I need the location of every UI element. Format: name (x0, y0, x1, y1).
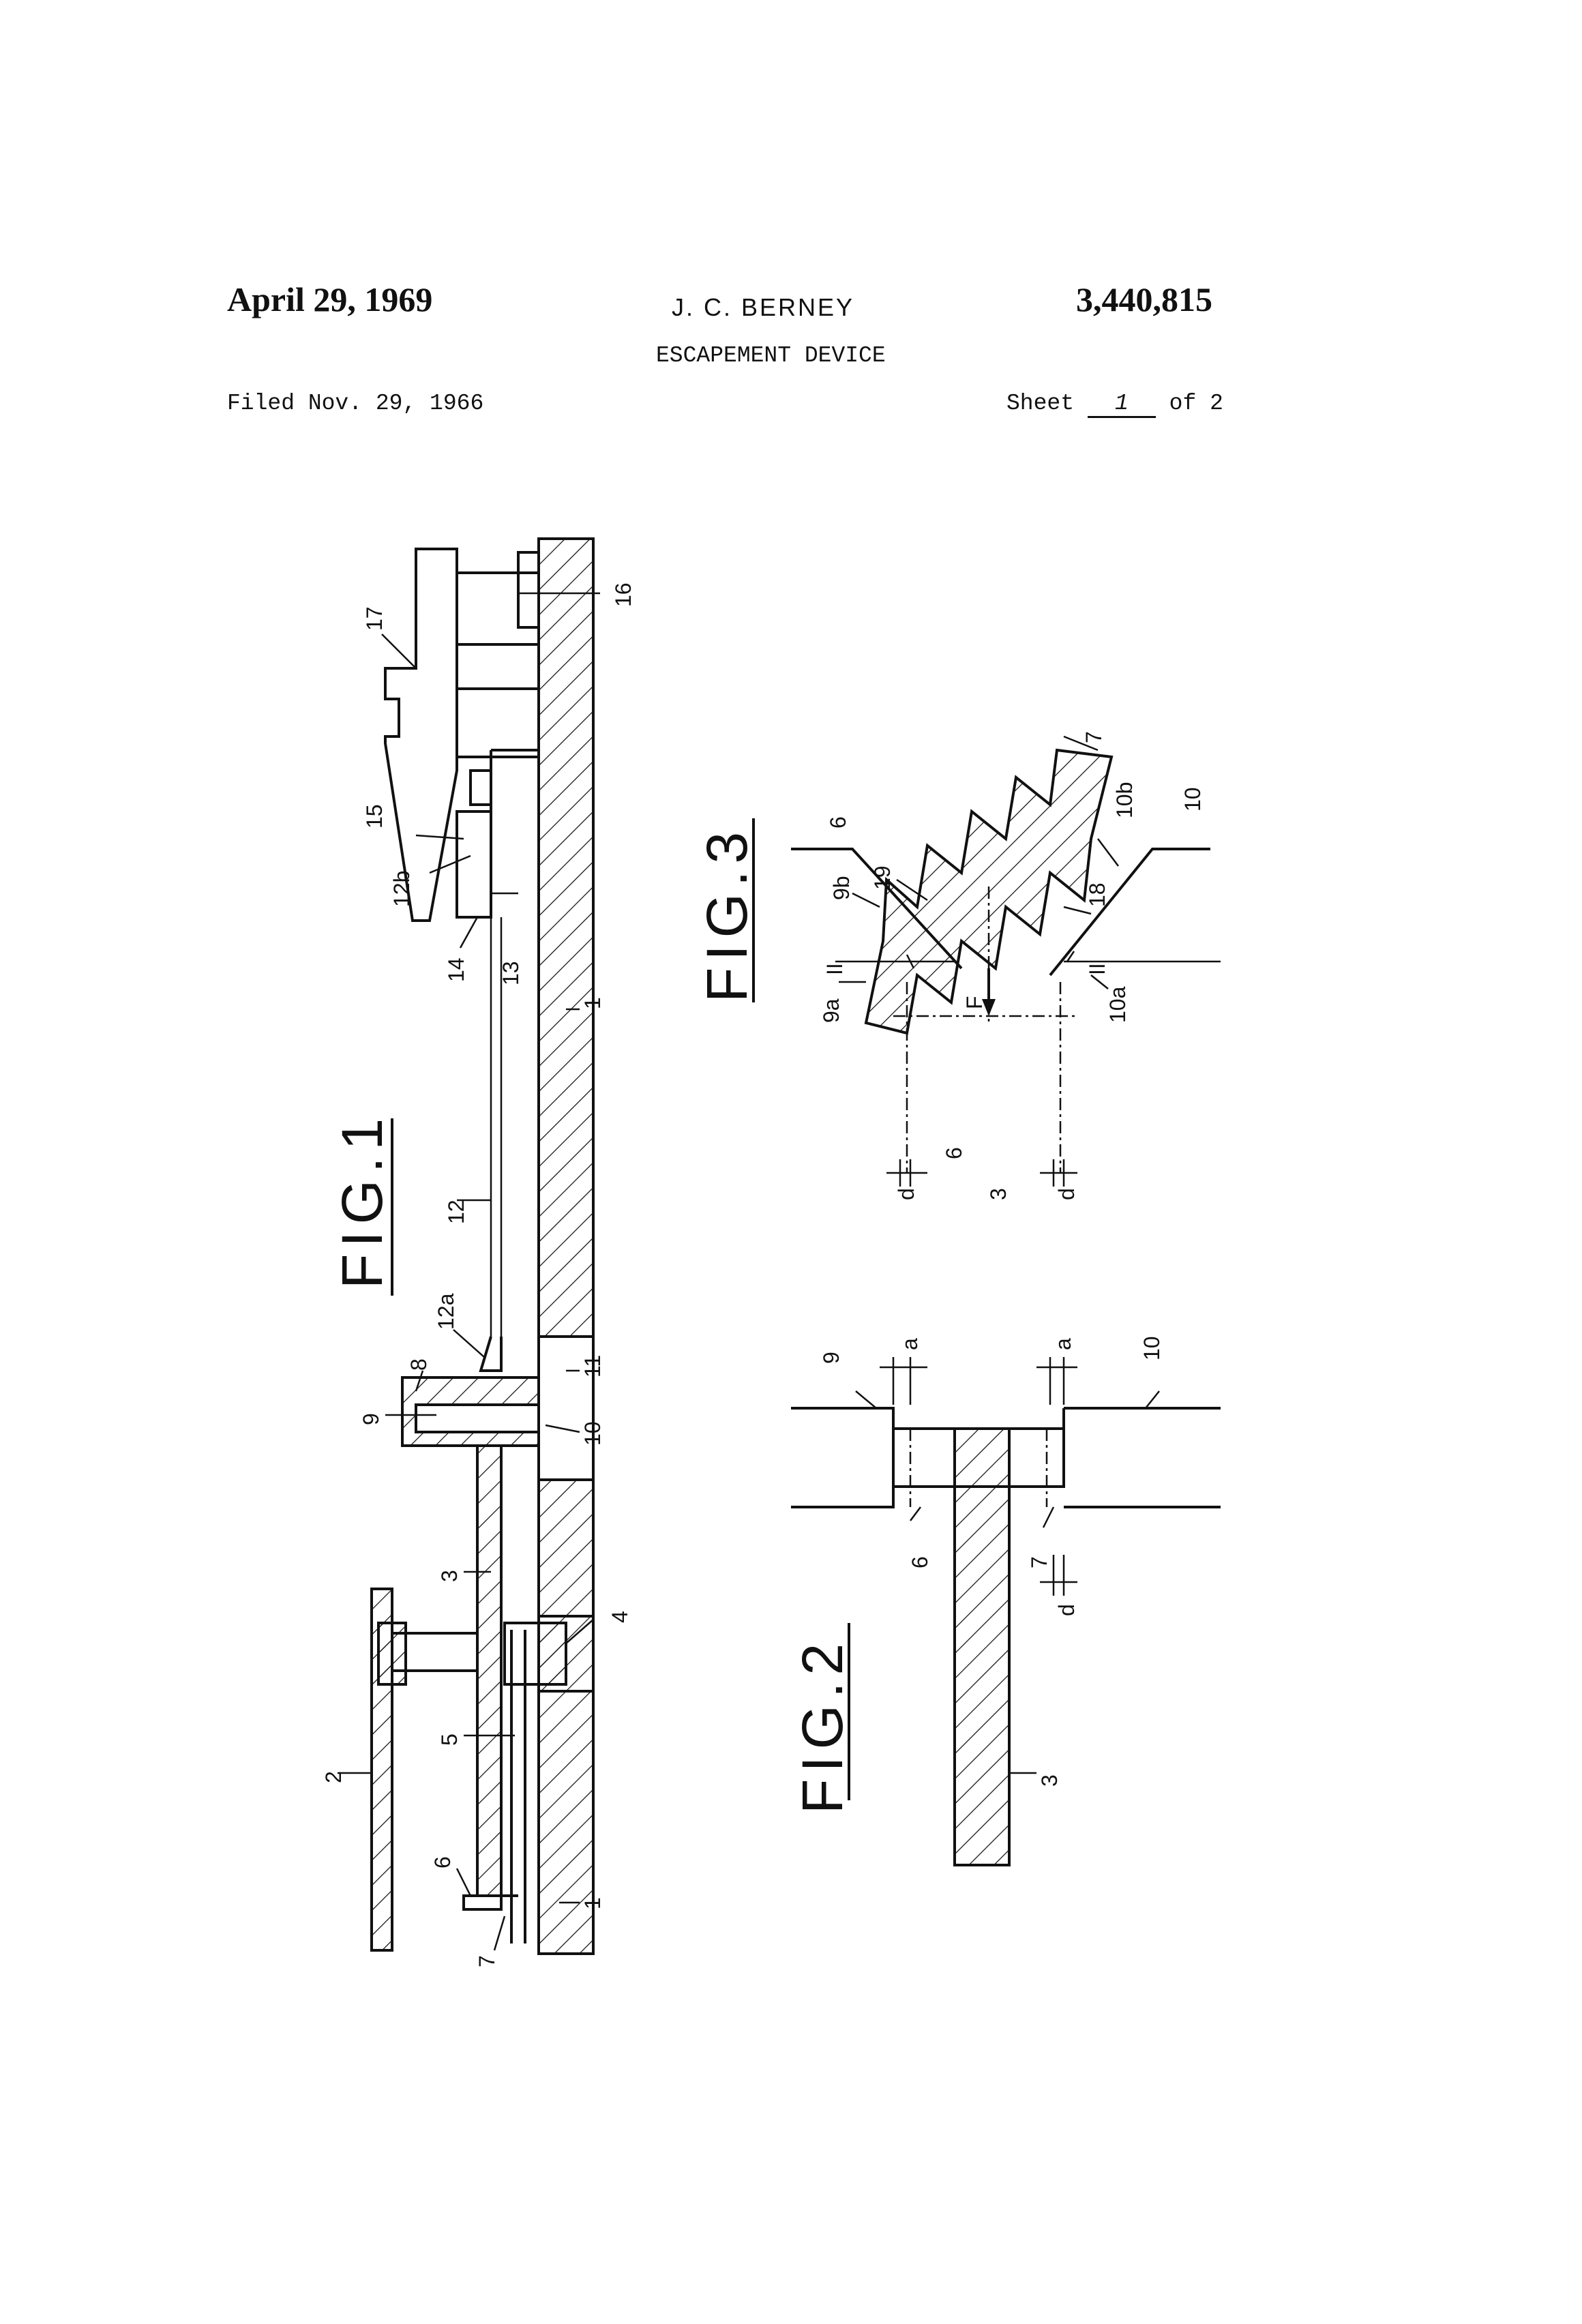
ref-2: 2 (321, 1771, 346, 1783)
figure-2: FIG.2 9 10 a a 6 7 d 3 (790, 1336, 1221, 1865)
pallet-arm-13 (457, 750, 539, 917)
ref-12: 12 (444, 1200, 468, 1224)
figure-3: FIG.3 6 9b 19 9a II F II 18 10b 10a 10 7… (695, 731, 1221, 1200)
fig3-ref-10a: 10a (1105, 986, 1130, 1023)
fig2-label: FIG.2 (790, 1637, 854, 1814)
ref-12a: 12a (434, 1293, 458, 1330)
fig3-ref-9: 6 (826, 816, 850, 829)
fig1-label: FIG.1 (330, 1112, 394, 1289)
ref-9: 9 (359, 1413, 383, 1425)
bridge-outline (385, 549, 457, 921)
pallet-9 (791, 1408, 893, 1507)
balance-hub (378, 1623, 406, 1684)
figure-1: FIG.1 17 16 15 12b 14 13 1 12 12a 8 9 11… (321, 539, 636, 1967)
ref-10: 10 (580, 1421, 605, 1446)
pallet-arm-12a (481, 1337, 501, 1371)
fig2-ref-a-right: a (1051, 1338, 1075, 1350)
ref-11: 11 (580, 1355, 605, 1377)
ref-4: 4 (608, 1611, 632, 1623)
fig2-ref-9: 9 (819, 1352, 844, 1364)
pallet-10 (1064, 1408, 1221, 1507)
ref-8: 8 (406, 1358, 431, 1371)
fig3-ref-II-right: II (1085, 963, 1109, 975)
fig2-ref-a-left: a (897, 1338, 922, 1350)
fig2-ref-7: 7 (1027, 1556, 1051, 1568)
fig3-ref-9b: 9b (829, 876, 854, 900)
wheel-shaft-3-fill (477, 1446, 501, 1896)
fig3-ref-18: 18 (1085, 882, 1109, 907)
fig3-ref-19: 19 (870, 865, 895, 890)
fig3-ref-3: 3 (986, 1188, 1011, 1200)
bearing-block (505, 1623, 539, 1684)
ref-1-bottom: 1 (580, 1897, 605, 1909)
fig3-label: FIG.3 (695, 825, 759, 1002)
ref-13: 13 (498, 961, 523, 985)
fig3-ref-10b: 10b (1112, 782, 1137, 818)
ref-17: 17 (362, 606, 387, 631)
fig3-ref-10: 10 (1180, 787, 1205, 811)
lever-3 (955, 1429, 1009, 1865)
fig3-ref-d-left: d (894, 1188, 919, 1200)
ref-15: 15 (362, 804, 387, 829)
fig3-ref-F: F (962, 996, 987, 1009)
ref-7: 7 (475, 1955, 499, 1967)
fig3-dimensions (886, 1159, 1077, 1187)
fig3-ref-II-left: II (822, 963, 847, 975)
ref-14: 14 (444, 957, 468, 982)
ref-16: 16 (611, 582, 636, 607)
ref-5: 5 (437, 1733, 462, 1746)
ref-6: 6 (430, 1856, 455, 1868)
fig3-ref-6: 6 (942, 1147, 966, 1159)
fig3-ref-d-right: d (1054, 1188, 1079, 1200)
fig3-ref-9a: 9a (819, 998, 844, 1023)
fig2-ref-d: d (1054, 1604, 1079, 1616)
fig3-ref-7: 7 (1081, 731, 1106, 743)
fig2-ref-3: 3 (1037, 1774, 1062, 1787)
ref-3: 3 (437, 1570, 462, 1582)
fig2-ref-6: 6 (908, 1556, 932, 1568)
ref-12b: 12b (389, 871, 414, 907)
base-plate (539, 539, 593, 1954)
bearing-4 (539, 1623, 566, 1684)
ref-1-top: 1 (580, 997, 605, 1009)
fig2-ref-10: 10 (1139, 1336, 1164, 1360)
escape-hub-inner (416, 1405, 552, 1432)
bridge-posts (457, 552, 539, 757)
